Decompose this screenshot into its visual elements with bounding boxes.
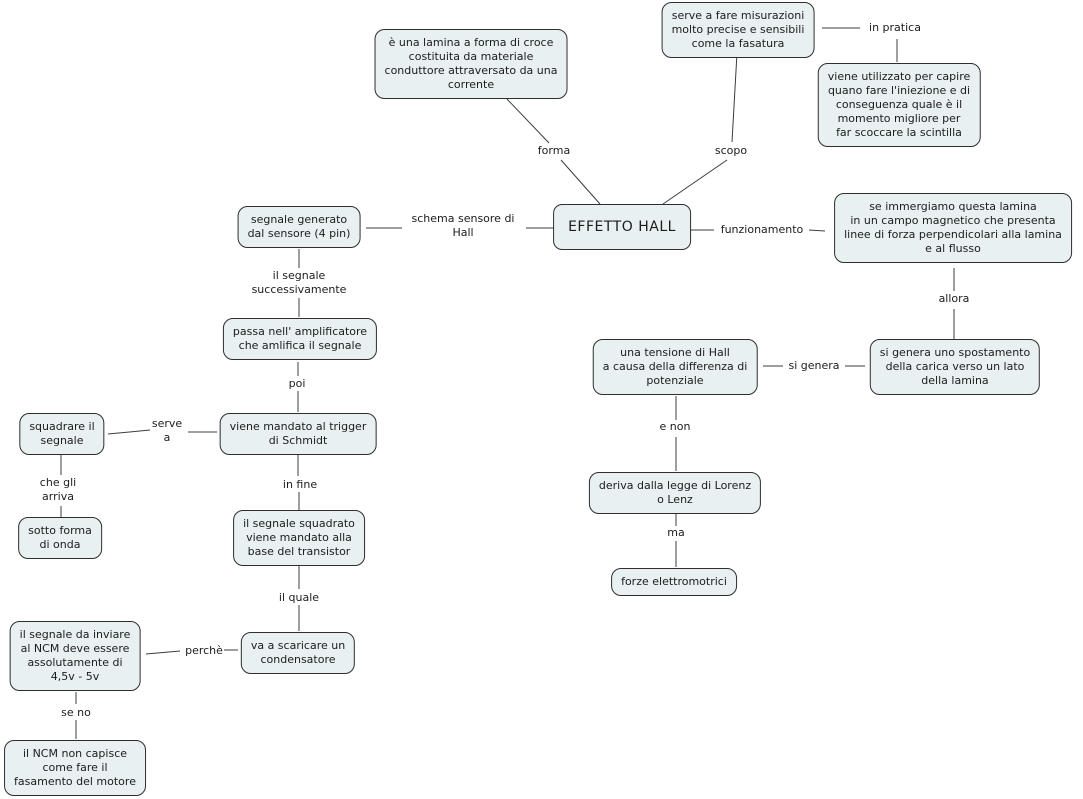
concept-node-condensatore[interactable]: va a scaricare un condensatore xyxy=(240,632,356,674)
connector-line xyxy=(731,52,738,143)
concept-node-segnale-squadrato[interactable]: il segnale squadrato viene mandato alla … xyxy=(233,510,365,566)
concept-node-segnale-generato[interactable]: segnale generato dal sensore (4 pin) xyxy=(237,206,361,248)
link-label-si-genera[interactable]: si genera xyxy=(788,359,840,372)
concept-node-spostamento[interactable]: si genera uno spostamento della carica v… xyxy=(869,339,1041,395)
link-label-il-segnale-successivamente[interactable]: il segnale successivamente xyxy=(251,269,347,296)
link-label-scopo[interactable]: scopo xyxy=(714,144,748,157)
link-label-funzionamento[interactable]: funzionamento xyxy=(720,223,804,236)
concept-node-squadrare[interactable]: squadrare il segnale xyxy=(19,413,105,455)
link-label-poi[interactable]: poi xyxy=(288,377,306,390)
link-label-allora[interactable]: allora xyxy=(938,292,970,305)
concept-node-tensione-hall[interactable]: una tensione di Hall a causa della diffe… xyxy=(592,339,758,395)
connector-line xyxy=(107,429,151,435)
connector-line xyxy=(808,229,826,232)
link-label-ma[interactable]: ma xyxy=(667,526,685,539)
connector-line xyxy=(560,159,601,205)
link-label-forma[interactable]: forma xyxy=(537,144,571,157)
concept-node-legge-lorenz[interactable]: deriva dalla legge di Lorenz o Lenz xyxy=(588,472,762,514)
concept-node-ncm-non-capisce[interactable]: il NCM non capisce come fare il fasament… xyxy=(4,740,146,796)
connector-line xyxy=(662,159,728,205)
link-label-in-pratica[interactable]: in pratica xyxy=(869,21,921,34)
connector-line xyxy=(145,650,181,655)
link-label-che-gli-arriva[interactable]: che gli arriva xyxy=(39,476,77,503)
concept-node-misurazioni[interactable]: serve a fare misurazioni molto precise e… xyxy=(661,2,815,58)
link-label-se-no[interactable]: se no xyxy=(61,706,91,719)
concept-node-sotto-forma[interactable]: sotto forma di onda xyxy=(18,517,102,559)
link-label-schema-sensore[interactable]: schema sensore di Hall xyxy=(411,212,515,239)
link-label-perche[interactable]: perchè xyxy=(185,644,223,657)
concept-node-segnale-ncm[interactable]: il segnale da inviare al NCM deve essere… xyxy=(9,621,141,691)
concept-node-amplificatore[interactable]: passa nell' amplificatore che amlifica i… xyxy=(222,318,378,360)
concept-node-effetto-hall[interactable]: EFFETTO HALL xyxy=(553,204,691,250)
link-label-serve-a[interactable]: serve a xyxy=(151,417,183,444)
concept-node-iniezione[interactable]: viene utilizzato per capire quano fare l… xyxy=(817,63,981,147)
link-label-in-fine[interactable]: in fine xyxy=(282,478,318,491)
concept-node-lamina-croce[interactable]: è una lamina a forma di croce costituita… xyxy=(374,29,568,99)
connector-line xyxy=(506,98,550,144)
link-label-il-quale[interactable]: il quale xyxy=(278,591,320,604)
concept-node-forze-elettromotrici[interactable]: forze elettromotrici xyxy=(611,568,737,596)
concept-node-trigger-schmidt[interactable]: viene mandato al trigger di Schmidt xyxy=(219,413,377,455)
concept-node-lamina-campo[interactable]: se immergiamo questa lamina in un campo … xyxy=(834,193,1072,263)
link-label-e-non[interactable]: e non xyxy=(659,420,691,433)
